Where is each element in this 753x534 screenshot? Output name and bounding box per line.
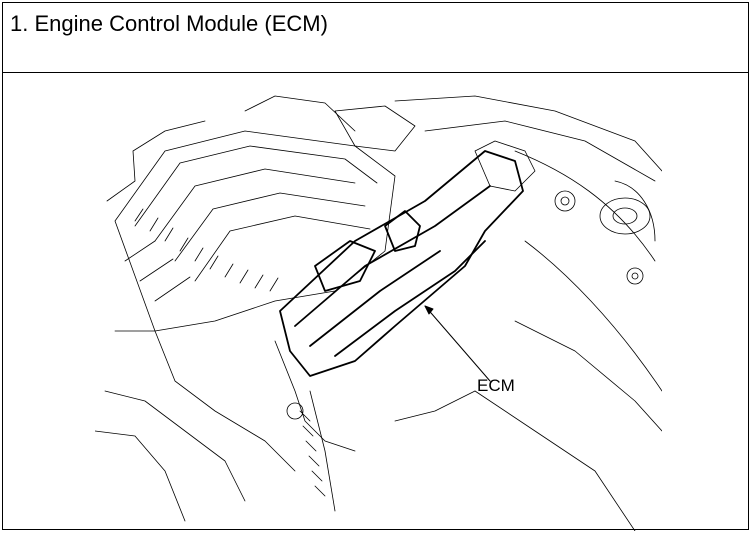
ecm-callout-label: ECM <box>477 376 515 395</box>
section-title: 1. Engine Control Module (ECM) <box>10 11 328 36</box>
ecm-location-diagram: ECM <box>95 91 662 531</box>
cover-fins <box>134 208 279 292</box>
right-body-panel <box>334 95 662 531</box>
section-header: 1. Engine Control Module (ECM) <box>3 3 748 73</box>
ecm-housing <box>279 150 524 377</box>
engine-cover-outline <box>106 95 396 332</box>
lower-engine-block <box>95 330 476 522</box>
engine-bay-illustration: ECM <box>95 95 662 531</box>
